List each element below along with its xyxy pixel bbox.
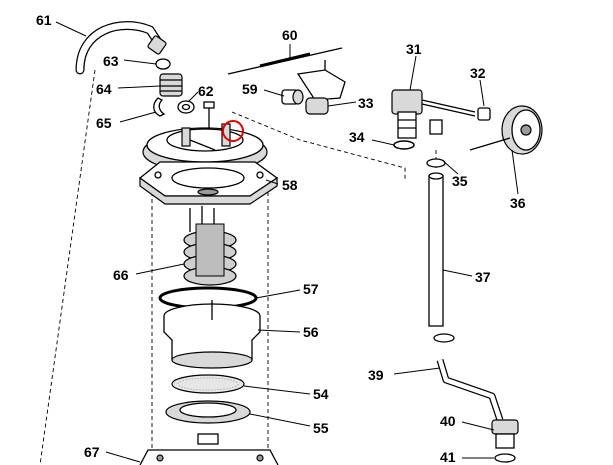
label-39: 39 — [368, 367, 384, 383]
label-54: 54 — [313, 386, 329, 402]
part-40-fitting — [491, 419, 519, 449]
label-60: 60 — [282, 27, 298, 43]
label-64: 64 — [96, 81, 112, 97]
part-67-base — [139, 433, 279, 465]
label-66: 66 — [113, 267, 129, 283]
part-labels: 61 63 64 65 62 59 60 33 31 32 34 35 36 5… — [36, 12, 526, 465]
label-33: 33 — [358, 95, 374, 111]
part-65-clip — [153, 97, 166, 117]
label-63: 63 — [103, 53, 119, 69]
label-56: 56 — [303, 324, 319, 340]
part-41-fitting — [494, 453, 516, 463]
part-39-pipe — [436, 358, 504, 422]
label-41: 41 — [440, 449, 456, 465]
part-33-valve — [296, 60, 346, 115]
label-40: 40 — [440, 413, 456, 429]
label-35: 35 — [452, 173, 468, 189]
label-55: 55 — [313, 420, 329, 436]
part-60-rod — [227, 47, 343, 75]
part-35-fitting — [426, 119, 446, 168]
part-34-o-ring — [393, 140, 415, 150]
label-34: 34 — [349, 129, 365, 145]
part-37-tube — [428, 172, 455, 343]
label-58: 58 — [282, 177, 298, 193]
leader-lines — [55, 21, 519, 463]
label-65: 65 — [96, 115, 112, 131]
part-66-heating-coil — [183, 206, 237, 286]
part-32-nut — [477, 107, 491, 121]
label-36: 36 — [510, 195, 526, 211]
part-54-filter-disc — [171, 374, 245, 394]
label-32: 32 — [470, 65, 486, 81]
label-31: 31 — [406, 41, 422, 57]
part-56-boiler-cup — [163, 300, 261, 369]
part-64-connector — [159, 73, 183, 97]
part-31-valve-body — [391, 89, 476, 139]
part-36-knob — [469, 105, 543, 155]
assembly-guide-lines — [39, 69, 437, 465]
part-55-gasket — [165, 400, 251, 424]
label-61: 61 — [36, 12, 52, 28]
part-63-fitting — [155, 58, 171, 70]
label-37: 37 — [475, 269, 491, 285]
part-62-screw — [203, 101, 215, 128]
highlight-circle — [222, 120, 244, 142]
label-57: 57 — [303, 281, 319, 297]
part-58-flange — [138, 161, 279, 205]
label-67: 67 — [84, 444, 100, 460]
part-59-knob — [281, 89, 304, 105]
part-62-washer — [177, 100, 195, 114]
label-62: 62 — [198, 83, 214, 99]
part-61-hose — [75, 21, 167, 75]
label-59: 59 — [242, 81, 258, 97]
